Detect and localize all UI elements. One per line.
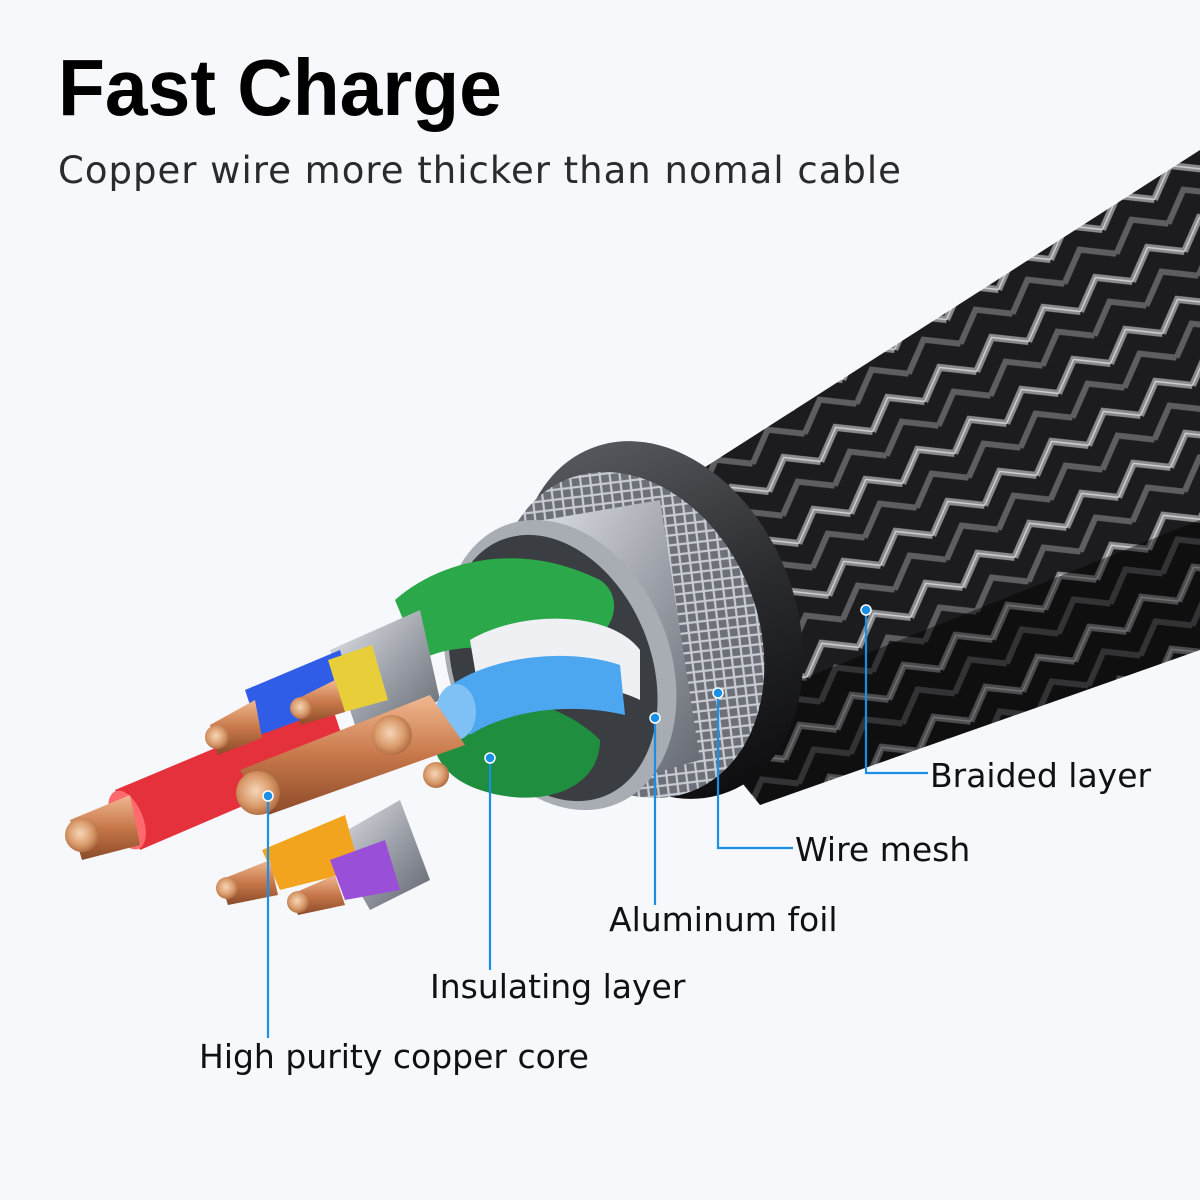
purple-insulated-wire <box>330 840 400 900</box>
purple-wire-copper-end <box>287 891 309 913</box>
blue-insulated-wire <box>245 650 355 735</box>
page-title: Fast Charge <box>58 43 502 132</box>
blue-wire-copper-end <box>205 725 229 749</box>
callout-dot-mesh <box>712 687 724 699</box>
callout-line-braided <box>864 610 928 775</box>
white-wire-copper-end <box>423 762 449 788</box>
red-insulated-wire <box>115 700 350 850</box>
callout-dot-insulating <box>484 752 496 764</box>
orange-wire-copper-end <box>216 877 238 899</box>
red-wire-copper-end <box>65 818 99 852</box>
upper-copper-core-end <box>372 715 412 755</box>
callout-label-wire-mesh: Wire mesh <box>795 830 971 869</box>
callout-dot-braided <box>860 604 872 616</box>
callout-label-aluminum-foil: Aluminum foil <box>609 900 838 939</box>
page-subtitle: Copper wire more thicker than nomal cabl… <box>58 149 902 192</box>
callout-label-braided-layer: Braided layer <box>930 756 1152 795</box>
central-copper-core-end <box>236 771 280 815</box>
callout-label-insulating-layer: Insulating layer <box>430 967 686 1006</box>
callout-dot-core <box>262 790 274 802</box>
braided-jacket-shade <box>700 520 1200 805</box>
light-blue-insulated-wire <box>445 655 625 735</box>
yellow-wire-copper-end <box>290 697 312 719</box>
yellow-insulated-wire <box>328 645 388 712</box>
callout-line-mesh <box>716 693 793 850</box>
callout-dot-foil <box>649 712 661 724</box>
callout-label-copper-core: High purity copper core <box>199 1037 589 1076</box>
